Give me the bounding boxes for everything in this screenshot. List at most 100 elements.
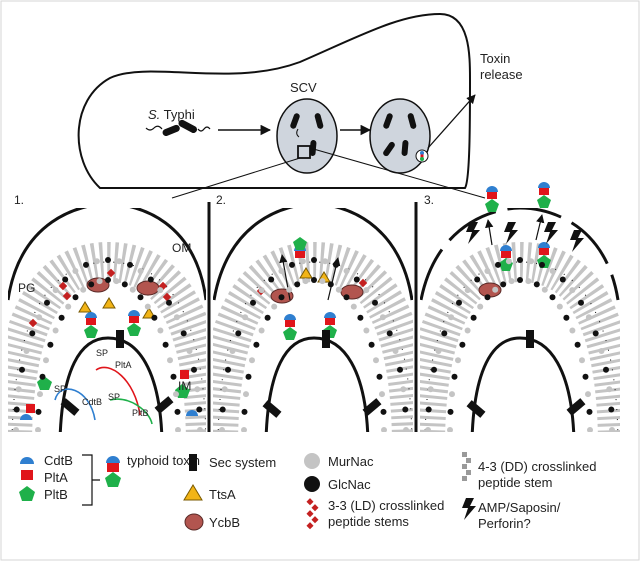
murnac-bead	[464, 327, 471, 334]
legend-murnac-label: MurNac	[328, 454, 374, 469]
murnac-bead	[425, 427, 431, 432]
glcnac-bead	[451, 373, 458, 380]
glcnac-bead	[402, 406, 409, 413]
murnac-bead	[585, 314, 592, 321]
murnac-bead	[505, 258, 512, 265]
protein-label: CdtB	[82, 397, 102, 407]
murnac-bead	[173, 391, 179, 398]
glcnac-bead	[241, 408, 248, 415]
glcnac-bead	[397, 366, 403, 373]
glcnac-bead	[376, 373, 383, 380]
scv-vacuole	[276, 98, 338, 174]
murnac-bead	[598, 348, 605, 354]
legend-ttsa-label: TtsA	[209, 487, 236, 502]
glcnac-bead	[62, 276, 69, 283]
murnac-icon	[304, 453, 320, 469]
typhoid-toxin-icon	[283, 314, 297, 340]
glcnac-bead	[592, 330, 599, 337]
murnac-bead	[484, 268, 491, 274]
glcnac-bead	[264, 314, 271, 321]
murnac-bead	[258, 287, 265, 294]
half-circle-icon	[20, 457, 34, 464]
murnac-bead	[449, 391, 455, 398]
glcnac-bead	[474, 276, 481, 283]
murnac-bead	[157, 327, 164, 334]
glcnac-bead	[353, 276, 360, 283]
legend-amp-line1: AMP/Saposin/	[478, 500, 561, 515]
bracket-icon	[82, 454, 100, 506]
glcnac-bead	[311, 277, 317, 283]
bacterium-icon	[145, 119, 211, 137]
murnac-bead	[400, 386, 407, 393]
legend-sec-system-label: Sec system	[209, 455, 276, 470]
murnac-bead	[379, 314, 386, 321]
glcnac-bead	[495, 261, 501, 268]
glcnac-bead	[533, 281, 540, 288]
murnac-bead	[606, 386, 613, 393]
murnac-bead	[137, 268, 144, 274]
sec-system-icon	[189, 454, 197, 471]
glcnac-bead	[294, 281, 301, 288]
murnac-bead	[335, 286, 342, 293]
panel-1-number: 1.	[14, 193, 24, 207]
glcnac-bead	[372, 299, 378, 306]
murnac-bead	[242, 314, 249, 321]
glcnac-bead	[147, 276, 154, 283]
murnac-bead	[286, 286, 293, 293]
murnac-bead	[72, 268, 79, 274]
murnac-bead	[447, 427, 453, 432]
glcnac-bead	[250, 299, 256, 306]
murnac-bead	[381, 427, 387, 432]
typhoid-toxin-icon	[537, 182, 551, 208]
glcnac-bead	[121, 281, 128, 288]
dd-crosslink-icon	[462, 452, 471, 481]
legend-dd-crosslink-line2: peptide stem	[478, 475, 552, 490]
glcnac-bead	[170, 373, 177, 380]
panel-3	[420, 208, 620, 432]
glcnac-bead	[380, 408, 387, 415]
inner-membrane	[58, 336, 164, 432]
murnac-bead	[219, 427, 225, 432]
peptidoglycan-beads	[219, 257, 409, 432]
murnac-bead	[587, 427, 593, 432]
murnac-bead	[363, 327, 370, 334]
typhoid-toxin-icon	[499, 245, 513, 271]
zoom-box	[297, 145, 311, 159]
glcnac-bead	[578, 299, 584, 306]
panel-2-number: 2.	[216, 193, 226, 207]
murnac-bead	[464, 287, 471, 294]
murnac-bead	[37, 391, 43, 398]
glcnac-bead	[278, 294, 285, 301]
murnac-bead	[528, 258, 535, 265]
murnac-bead	[508, 278, 515, 285]
square-icon	[21, 470, 33, 480]
ycbb-icon	[184, 513, 204, 531]
signal-peptide-label: SP	[54, 384, 66, 394]
murnac-bead	[322, 258, 329, 265]
murnac-bead	[299, 258, 306, 265]
glcnac-bead	[289, 261, 295, 268]
murnac-bead	[197, 427, 203, 432]
murnac-bead	[129, 286, 136, 293]
murnac-bead	[319, 278, 326, 285]
glcnac-bead	[180, 330, 187, 337]
murnac-bead	[556, 303, 563, 310]
peptidoglycan-beads	[425, 257, 615, 432]
typhoid-toxin-icon	[127, 310, 141, 336]
peptidoglycan-beads	[13, 257, 203, 432]
protein-label: PltA	[115, 360, 132, 370]
glcnac-bead	[105, 277, 111, 283]
glcnac-bead	[127, 261, 133, 268]
murnac-bead	[455, 357, 461, 364]
glcnac-bead	[72, 294, 79, 301]
legend-typhoid-toxin-line1: typhoid toxin	[127, 453, 200, 468]
glcnac-bead	[13, 406, 20, 413]
glcnac-bead	[83, 261, 89, 268]
toxin-release-label-line2: release	[480, 67, 523, 82]
glcnac-bead	[151, 314, 158, 321]
panel-2	[213, 208, 413, 432]
legend-ld-crosslink-line1: 3-3 (LD) crosslinked	[328, 498, 444, 513]
glcnac-bead	[484, 294, 491, 301]
murnac-bead	[93, 258, 100, 265]
